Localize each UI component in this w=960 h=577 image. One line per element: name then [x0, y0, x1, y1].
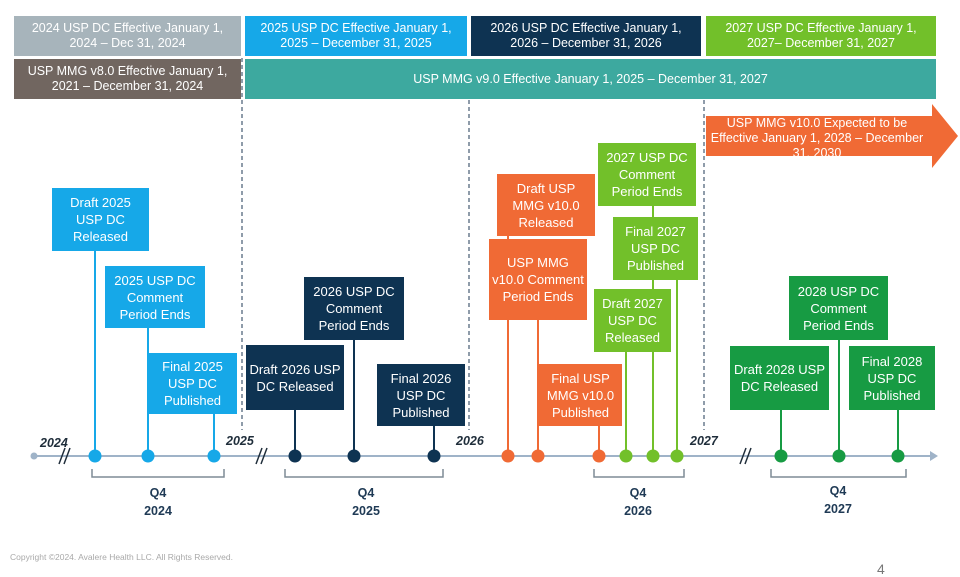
event-draft-2026-dc: Draft 2026 USP DC Released	[246, 345, 344, 410]
event-connectors	[94, 206, 899, 456]
event-final-2027-dc: Final 2027 USP DC Published	[613, 217, 698, 280]
quarter-label-2027: Q4 2027	[808, 482, 868, 518]
event-comment-2025-dc: 2025 USP DC Comment Period Ends	[105, 266, 205, 328]
copyright-footer: Copyright ©2024. Avalere Health LLC. All…	[10, 552, 233, 562]
event-dot	[646, 449, 660, 463]
event-draft-mmg-v10: Draft USP MMG v10.0 Released	[497, 174, 595, 236]
event-dot	[592, 449, 606, 463]
event-dot	[619, 449, 633, 463]
event-dot	[141, 449, 155, 463]
year-label-2027: 2027	[690, 434, 718, 448]
timeline-breaks	[58, 447, 752, 465]
band-mmg-v9: USP MMG v9.0 Effective January 1, 2025 –…	[245, 59, 936, 99]
quarter-name: Q4	[629, 486, 647, 500]
quarter-name: Q4	[829, 484, 847, 498]
year-dividers	[241, 58, 705, 430]
quarter-year: 2026	[624, 504, 652, 518]
quarter-label-2025: Q4 2025	[336, 484, 396, 520]
quarter-name: Q4	[149, 486, 167, 500]
event-dot	[207, 449, 221, 463]
page-number: 4	[877, 561, 885, 577]
quarter-label-2024: Q4 2024	[128, 484, 188, 520]
band-mmg-v10: USP MMG v10.0 Expected to be Effective J…	[710, 115, 924, 160]
event-dot	[501, 449, 515, 463]
timeline-arrowhead	[930, 451, 938, 461]
event-comment-mmg-v10: USP MMG v10.0 Comment Period Ends	[489, 239, 587, 320]
event-comment-2028-dc: 2028 USP DC Comment Period Ends	[789, 276, 888, 340]
year-label-2025: 2025	[226, 434, 254, 448]
band-dc-2025: 2025 USP DC Effective January 1, 2025 – …	[245, 16, 467, 56]
quarter-year: 2024	[144, 504, 172, 518]
event-dot	[774, 449, 788, 463]
quarter-year: 2027	[824, 502, 852, 516]
event-dot	[531, 449, 545, 463]
timeline-start-dot	[30, 452, 38, 460]
band-dc-2026: 2026 USP DC Effective January 1, 2026 – …	[471, 16, 701, 56]
year-label-2024: 2024	[40, 436, 68, 450]
year-label-2026: 2026	[456, 434, 484, 448]
event-final-2028-dc: Final 2028 USP DC Published	[849, 346, 935, 410]
band-dc-2027: 2027 USP DC Effective January 1, 2027– D…	[706, 16, 936, 56]
event-dot	[427, 449, 441, 463]
event-draft-2027-dc: Draft 2027 USP DC Released	[594, 289, 671, 352]
event-draft-2025-dc: Draft 2025 USP DC Released	[52, 188, 149, 251]
mmg-v10-arrow	[706, 104, 958, 168]
band-mmg-v8: USP MMG v8.0 Effective January 1, 2021 –…	[14, 59, 241, 99]
band-dc-2024: 2024 USP DC Effective January 1, 2024 – …	[14, 16, 241, 56]
event-dot	[670, 449, 684, 463]
event-final-2026-dc: Final 2026 USP DC Published	[377, 364, 465, 426]
event-dots	[88, 449, 905, 463]
event-final-2025-dc: Final 2025 USP DC Published	[148, 353, 237, 414]
event-dot	[288, 449, 302, 463]
event-comment-2027-dc: 2027 USP DC Comment Period Ends	[598, 143, 696, 206]
event-final-mmg-v10: Final USP MMG v10.0 Published	[539, 364, 622, 426]
quarter-brackets	[91, 469, 907, 478]
event-dot	[347, 449, 361, 463]
event-draft-2028-dc: Draft 2028 USP DC Released	[730, 346, 829, 410]
event-dot	[832, 449, 846, 463]
event-comment-2026-dc: 2026 USP DC Comment Period Ends	[304, 277, 404, 340]
quarter-year: 2025	[352, 504, 380, 518]
quarter-label-2026: Q4 2026	[608, 484, 668, 520]
event-dot	[891, 449, 905, 463]
quarter-name: Q4	[357, 486, 375, 500]
event-dot	[88, 449, 102, 463]
